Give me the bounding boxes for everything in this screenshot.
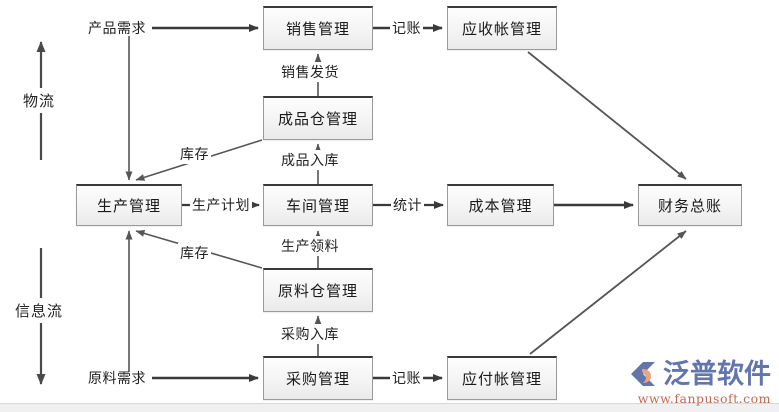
node-production-management[interactable]: 生产管理 (76, 184, 182, 226)
edge-label-statistics: 统计 (391, 195, 424, 215)
watermark-url: www.fanpusoft.com (637, 391, 771, 406)
edge-label-purchase-instock: 采购入库 (279, 324, 341, 344)
node-label: 车间管理 (285, 197, 350, 215)
node-label: 成品仓管理 (277, 110, 358, 128)
node-label: 应付帐管理 (461, 370, 542, 388)
node-receivable-management[interactable]: 应收帐管理 (447, 6, 557, 50)
flow-label-logistics: 物流 (22, 88, 57, 113)
node-label: 生产管理 (96, 197, 161, 215)
node-label: 销售管理 (285, 20, 350, 38)
bottom-strip (0, 403, 779, 412)
edge-label-material-demand: 原料需求 (88, 371, 146, 387)
edge-payable-to-ledger (529, 230, 687, 355)
node-label: 应收帐管理 (461, 20, 542, 38)
watermark: 泛普软件 www.fanpusoft.com (627, 358, 771, 406)
watermark-brand-text: 泛普软件 (663, 358, 771, 390)
edge-receivable-to-ledger (527, 51, 687, 180)
node-cost-management[interactable]: 成本管理 (447, 184, 554, 226)
fanpu-logo-icon (631, 362, 655, 386)
edge-label-purchase-record: 记账 (390, 368, 423, 388)
edge-label-sales-record: 记账 (390, 18, 423, 38)
node-finished-goods-warehouse[interactable]: 成品仓管理 (263, 96, 373, 140)
node-label: 成本管理 (468, 197, 533, 215)
node-label: 采购管理 (285, 370, 350, 388)
node-financial-ledger[interactable]: 财务总账 (638, 184, 742, 226)
edge-label-product-demand: 产品需求 (88, 21, 146, 37)
edge-label-inventory-finished-goods: 库存 (178, 144, 211, 164)
edge-label-finished-goods-instock: 成品入库 (279, 150, 341, 170)
node-raw-material-warehouse[interactable]: 原料仓管理 (263, 268, 373, 312)
node-payable-management[interactable]: 应付帐管理 (447, 356, 557, 400)
node-sales-management[interactable]: 销售管理 (263, 6, 373, 50)
flow-label-information: 信息流 (14, 298, 65, 323)
node-workshop-management[interactable]: 车间管理 (263, 184, 373, 226)
edge-label-production-plan: 生产计划 (190, 195, 252, 215)
node-label: 原料仓管理 (277, 282, 358, 300)
edge-label-production-picking: 生产领料 (279, 236, 341, 256)
watermark-brand-row: 泛普软件 (627, 358, 771, 390)
edge-label-sales-delivery: 销售发货 (279, 62, 341, 82)
node-purchase-management[interactable]: 采购管理 (263, 356, 373, 400)
node-label: 财务总账 (657, 197, 722, 215)
edge-label-inventory-raw-material: 库存 (178, 243, 211, 263)
